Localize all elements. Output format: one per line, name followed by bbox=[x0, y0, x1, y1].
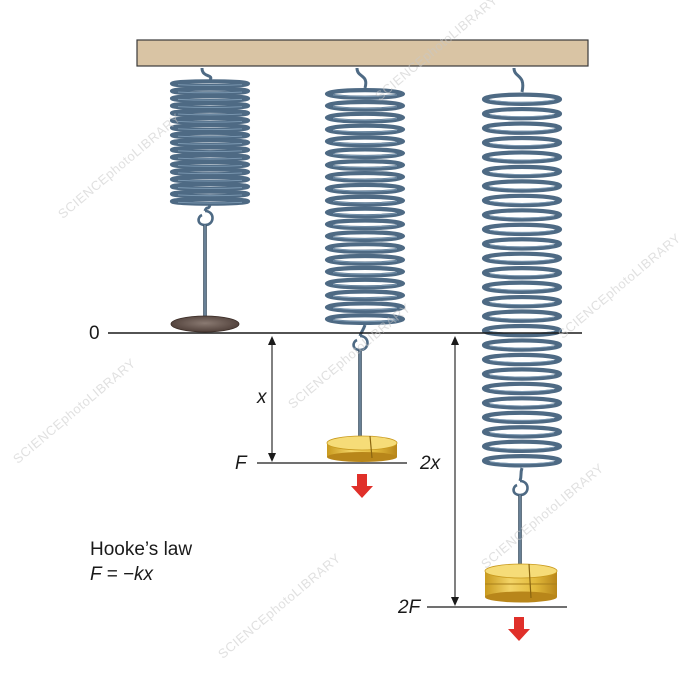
law-equation: F = −kx bbox=[90, 564, 154, 585]
down-arrow-icon bbox=[351, 474, 373, 498]
spring-single-load bbox=[324, 67, 406, 437]
zero-label: 0 bbox=[89, 323, 100, 344]
force-label: F bbox=[235, 453, 247, 474]
two-x-label: 2x bbox=[420, 453, 441, 474]
two-force-label: 2F bbox=[398, 597, 421, 618]
single-weight bbox=[326, 435, 398, 462]
double-weight bbox=[484, 563, 558, 603]
spring-unloaded bbox=[169, 67, 251, 318]
ceiling-bar bbox=[136, 39, 589, 67]
x-dimension-arrow bbox=[268, 336, 276, 462]
law-title: Hooke’s law bbox=[90, 539, 193, 560]
spring-double-load bbox=[481, 67, 563, 565]
two-x-dimension-arrow bbox=[451, 336, 459, 606]
empty-pan bbox=[170, 315, 240, 333]
x-label: x bbox=[257, 387, 267, 408]
down-arrow-icon bbox=[508, 617, 530, 641]
